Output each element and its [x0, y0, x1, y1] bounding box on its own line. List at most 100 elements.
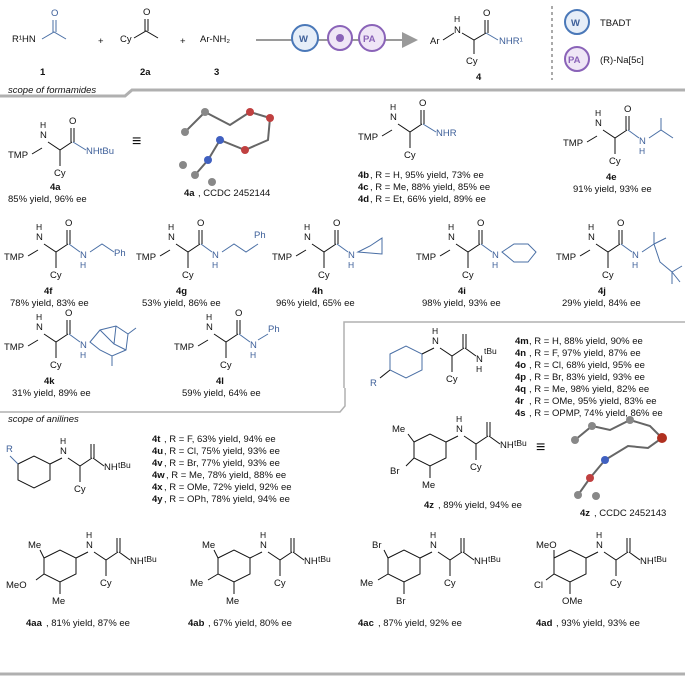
reagent-2a-label: 2a — [140, 67, 151, 78]
product-cy: Cy — [466, 56, 478, 67]
nitrogen-label: N — [632, 250, 639, 261]
cy-label: Cy — [446, 374, 458, 385]
compound-4g: TMP N H O N H Ph Cy 4g 53% yield, 86% ee — [136, 218, 266, 309]
result-4r: , R = OMe, 95% yield, 83% ee — [529, 396, 657, 407]
r-label-4m: R — [370, 378, 377, 389]
hydrogen-label: H — [36, 312, 42, 322]
result-4z: , 89% yield, 94% ee — [438, 500, 522, 511]
cy-label: Cy — [610, 578, 622, 589]
nitrogen-label: N — [36, 322, 43, 333]
product-nhr: NHR¹ — [499, 36, 523, 47]
hydrogen-label: H — [456, 414, 462, 424]
result-4ac: , 87% yield, 92% ee — [378, 618, 462, 629]
nitrogen-label: N — [492, 250, 499, 261]
hydrogen-label: H — [260, 530, 266, 540]
nitrogen-label: N — [595, 118, 602, 129]
nitrogen-label: N — [639, 136, 646, 147]
r-label-4t: R — [6, 444, 13, 455]
nitrogen-label: N — [36, 232, 43, 243]
compound-4i: TMP N H O N H Cy 4i 98% yield, 93% ee — [416, 218, 537, 309]
label-4b: 4b — [358, 170, 369, 181]
result-4y: , R = OPh, 78% yield, 94% ee — [164, 494, 290, 505]
cy-label: Cy — [50, 270, 62, 281]
ome-label: OMe — [562, 596, 583, 607]
ph-4l: Ph — [268, 324, 280, 335]
label-4k: 4k — [44, 376, 55, 387]
label-4ac: 4ac — [358, 618, 374, 629]
oxygen-label: O — [197, 218, 204, 229]
tbu-label: tBu — [144, 554, 157, 564]
label-4ad: 4ad — [536, 618, 553, 629]
result-4o: , R = Cl, 68% yield, 95% ee — [529, 360, 645, 371]
nitrogen-label: N — [60, 446, 67, 457]
nitrogen-label: N — [476, 354, 483, 365]
section-anilines-title: scope of anilines — [8, 414, 79, 425]
hydrogen-label: H — [212, 260, 218, 270]
result-4d: , R = Et, 66% yield, 89% ee — [370, 194, 486, 205]
nitrogen-label: N — [80, 340, 87, 351]
oxygen-label: O — [624, 104, 631, 115]
oxygen-label: O — [65, 308, 72, 319]
cy-label: Cy — [182, 270, 194, 281]
label-4x: 4x — [152, 482, 163, 493]
result-4p: , R = Br, 83% yield, 93% ee — [529, 372, 645, 383]
cy-label: Cy — [74, 484, 86, 495]
product-4: Ar N H O NHR¹ Cy 4 — [430, 8, 523, 83]
meo-label: MeO — [536, 540, 557, 551]
hydrogen-label: H — [390, 102, 396, 112]
hydrogen-label: H — [596, 530, 602, 540]
label-4y: 4y — [152, 494, 163, 505]
compound-4ab: Me Me Me N H NH tBu Cy 4ab , 67% yield, … — [188, 530, 331, 629]
nitrogen-label: N — [168, 232, 175, 243]
result-4s: , R = OPMP, 74% yield, 86% ee — [529, 408, 663, 419]
label-4i: 4i — [458, 286, 466, 297]
tbu-label: tBu — [118, 460, 131, 470]
reagent-2a-cy: Cy — [120, 34, 132, 45]
label-4g: 4g — [176, 286, 187, 297]
oxygen-label: O — [69, 116, 76, 127]
legend-pa-text: (R)-Na[5c] — [600, 55, 644, 66]
result-4k: 31% yield, 89% ee — [12, 388, 91, 399]
label-4l: 4l — [216, 376, 224, 387]
label-4v: 4v — [152, 458, 163, 469]
tbu-label: tBu — [654, 554, 667, 564]
result-4b: , R = H, 95% yield, 73% ee — [370, 170, 484, 181]
catalyst-w-badge: W — [299, 34, 308, 45]
reagent-1-label: 1 — [40, 67, 46, 78]
equivalence-sign-2: ≡ — [536, 439, 545, 456]
reagent-3-label: 3 — [214, 67, 219, 78]
label-4j: 4j — [598, 286, 606, 297]
tmp-label: TMP — [136, 252, 156, 263]
label-4s: 4s — [515, 408, 526, 419]
hydrogen-label: H — [492, 260, 498, 270]
label-4ab: 4ab — [188, 618, 205, 629]
compound-4a: TMP N H O NHtBu Cy 4a 85% yield, 96% ee — [8, 116, 114, 205]
oxygen-label: O — [65, 218, 72, 229]
legend-w-badge: W — [571, 18, 580, 29]
caption-4a-xray: , CCDC 2452144 — [198, 188, 270, 199]
label-4d: 4d — [358, 194, 369, 205]
result-4q: , R = Me, 98% yield, 82% ee — [529, 384, 649, 395]
results-4m-s: 4m , R = H, 88% yield, 90% ee 4n , R = F… — [515, 336, 663, 419]
section-anilines: scope of anilines — [0, 388, 346, 425]
label-4u: 4u — [152, 446, 163, 457]
nh-label: NH — [130, 556, 144, 567]
label-4q: 4q — [515, 384, 526, 395]
header-reaction: R¹HN O 1 + Cy O 2a + Ar-NH₂ 3 W — [12, 6, 644, 83]
nitrogen-label: N — [250, 340, 257, 351]
tmp-label: TMP — [4, 342, 24, 353]
section-formamides: scope of formamides — [0, 85, 685, 98]
ph-4g: Ph — [254, 230, 266, 241]
hydrogen-label: H — [80, 260, 86, 270]
product-label: 4 — [476, 72, 482, 83]
result-4e: 91% yield, 93% ee — [573, 184, 652, 195]
product-o: O — [483, 8, 490, 19]
me-label: Me — [28, 540, 41, 551]
legend: W TBADT PA (R)-Na[5c] — [564, 9, 644, 72]
plus-2: + — [180, 36, 186, 47]
hydrogen-label: H — [250, 350, 256, 360]
cy-label: Cy — [404, 150, 416, 161]
compound-4m-s: N H N H tBu R Cy — [370, 326, 497, 389]
nh-label: NH — [474, 556, 488, 567]
